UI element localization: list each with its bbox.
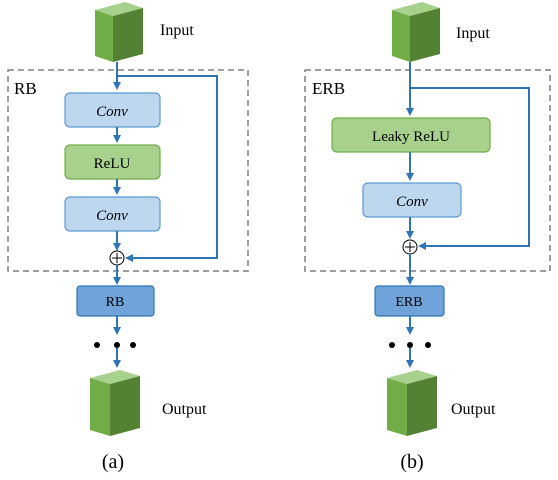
relu-layer — [64, 144, 161, 180]
leaky-relu-layer-label: Leaky ReLU — [372, 129, 450, 145]
sum-node-icon — [109, 250, 125, 266]
sum-node-icon — [402, 239, 418, 255]
output-cube-icon — [90, 370, 140, 436]
rb-block-label: RB — [14, 79, 37, 98]
output-cube-icon — [387, 370, 437, 436]
ellipsis-dots — [94, 342, 136, 348]
rb-dashed-block — [7, 69, 249, 272]
panel-b: Input ERB Leaky ReLU Conv ERB — [304, 2, 551, 473]
ellipsis-dots — [389, 342, 431, 348]
erb-stack-label: ERB — [395, 295, 422, 310]
input-label: Input — [160, 22, 194, 39]
conv-layer — [362, 182, 462, 218]
caption-a: (a) — [102, 451, 124, 473]
input-label: Input — [456, 25, 490, 42]
output-label: Output — [162, 401, 207, 418]
relu-layer-label: ReLU — [94, 156, 131, 172]
conv-layer-1 — [64, 92, 161, 128]
panel-a: Input RB Conv ReLU Conv RB — [7, 2, 249, 473]
conv-layer-1-label: Conv — [96, 104, 128, 120]
conv-layer-label: Conv — [396, 194, 428, 210]
rb-stack-block — [76, 285, 155, 317]
erb-dashed-block — [304, 69, 551, 272]
conv-layer-2-label: Conv — [96, 208, 128, 224]
conv-layer-2 — [64, 196, 161, 232]
input-cube-icon — [95, 2, 143, 62]
caption-b: (b) — [400, 451, 423, 473]
rb-stack-label: RB — [106, 295, 125, 310]
input-cube-icon — [392, 2, 440, 62]
erb-block-label: ERB — [312, 79, 345, 98]
output-label: Output — [451, 401, 496, 418]
